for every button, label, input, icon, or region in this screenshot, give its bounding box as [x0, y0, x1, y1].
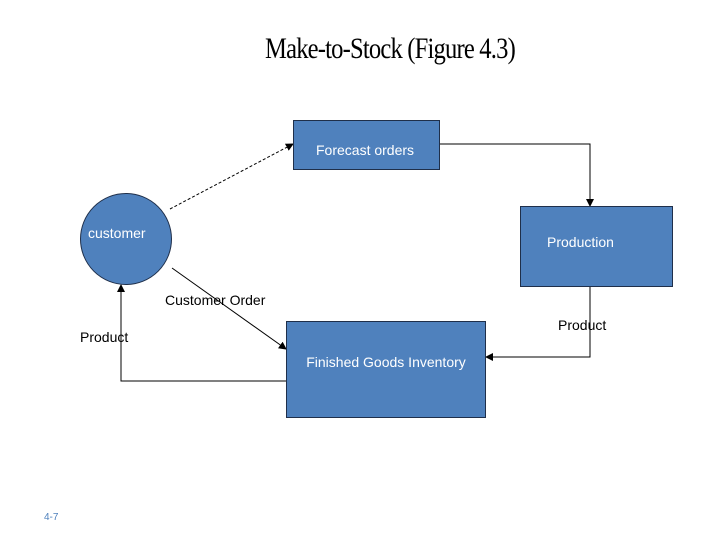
arrow-customer-to-forecast: [169, 143, 294, 210]
customer-circle: customer: [80, 193, 172, 285]
arrow-customer-order: [171, 267, 287, 350]
slide-number: 4-7: [44, 512, 59, 523]
product-left-label: Product: [80, 329, 129, 345]
forecast-orders-box: Forecast orders: [293, 120, 440, 170]
production-box: Production: [520, 206, 673, 287]
production-label: Production: [547, 234, 614, 250]
product-right-label: Product: [558, 317, 607, 333]
customer-order-label: Customer Order: [165, 292, 266, 308]
slide-title: Make-to-Stock (Figure 4.3): [265, 32, 516, 65]
customer-label: customer: [88, 225, 146, 241]
arrow-forecast-to-production: [440, 143, 594, 207]
forecast-orders-label: Forecast orders: [316, 142, 415, 158]
finished-goods-label: Finished Goods Inventory: [306, 354, 466, 370]
finished-goods-box: Finished Goods Inventory: [286, 321, 486, 418]
arrow-production-to-finished-goods: [485, 287, 591, 361]
arrow-finished-goods-to-customer: [117, 284, 286, 382]
